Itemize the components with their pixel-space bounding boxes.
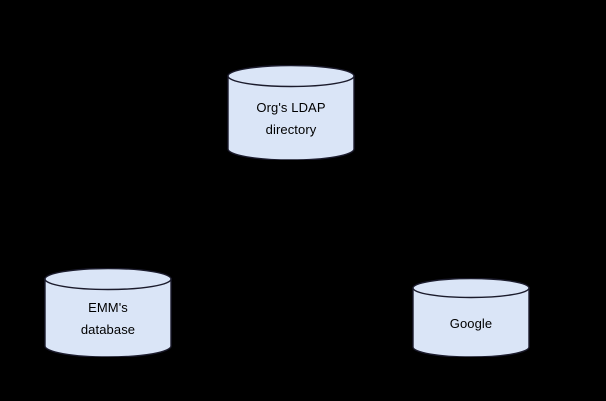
database-node-google[interactable]: Google bbox=[412, 278, 530, 357]
database-node-ldap[interactable]: Org's LDAP directory bbox=[227, 65, 355, 160]
database-cylinder-icon bbox=[44, 268, 172, 357]
database-cylinder-icon bbox=[412, 278, 530, 357]
database-node-emm[interactable]: EMM's database bbox=[44, 268, 172, 357]
database-cylinder-icon bbox=[227, 65, 355, 160]
